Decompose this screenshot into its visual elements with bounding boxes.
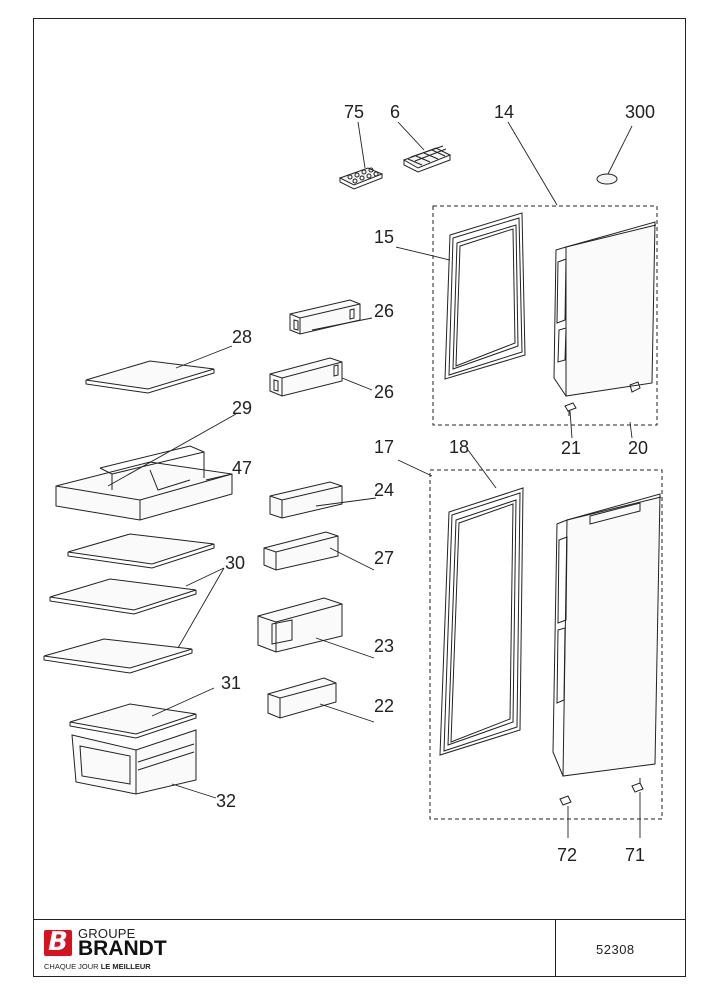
- label-26-lower: 26: [374, 382, 394, 402]
- label-31: 31: [221, 673, 241, 693]
- part-31-crisper-cover: [69, 703, 197, 739]
- label-18: 18: [449, 437, 469, 457]
- label-22: 22: [374, 696, 394, 716]
- leader-lines: [107, 121, 641, 838]
- label-47: 47: [232, 458, 252, 478]
- logo-slogan: CHAQUE JOUR LE MEILLEUR: [44, 962, 151, 971]
- label-15: 15: [374, 227, 394, 247]
- part-21-hinge: [564, 402, 577, 416]
- part-300-cap: [596, 173, 618, 185]
- part-30-glass-shelf-1: [67, 533, 215, 569]
- label-72: 72: [557, 845, 577, 865]
- logo-letter: B: [48, 927, 68, 957]
- logo-brand-name: BRANDT: [78, 937, 167, 960]
- upper-door-group-box: [432, 205, 658, 426]
- drawing-reference-number: 52308: [596, 942, 635, 957]
- label-32: 32: [216, 791, 236, 811]
- label-75: 75: [344, 102, 364, 122]
- part-6-ice-tray: [402, 145, 452, 173]
- part-24-door-bin: [269, 481, 343, 519]
- part-26-door-bin-lower: [269, 357, 343, 397]
- label-24: 24: [374, 480, 394, 500]
- label-28: 28: [232, 327, 252, 347]
- label-29: 29: [232, 398, 252, 418]
- part-23-door-bin: [257, 597, 343, 653]
- part-22-door-bin: [267, 677, 337, 719]
- part-18-lower-door-gasket: [439, 487, 524, 756]
- slogan-start: CHAQUE JOUR: [44, 962, 99, 971]
- part-75-ice-tray: [338, 167, 384, 190]
- slogan-bold: LE MEILLEUR: [100, 962, 151, 971]
- part-27-door-bin: [263, 531, 339, 571]
- label-23: 23: [374, 636, 394, 656]
- part-17-lower-door: [552, 493, 662, 777]
- label-14: 14: [494, 102, 514, 122]
- label-17: 17: [374, 437, 394, 457]
- brandt-logo-icon: B: [44, 927, 72, 957]
- label-26-upper: 26: [374, 301, 394, 321]
- part-labels: 75 6 14 300 15 26 26 28 29 47 17 18 21 2…: [216, 102, 655, 865]
- label-27: 27: [374, 548, 394, 568]
- groupe-brandt-logo: B GROUPE BRANDT CHAQUE JOUR LE MEILLEUR: [42, 926, 242, 974]
- label-6: 6: [390, 102, 400, 122]
- label-20: 20: [628, 438, 648, 458]
- footer-column-divider: [555, 919, 556, 977]
- logo-groupe-text: GROUPE: [78, 926, 136, 941]
- footer-divider: [33, 919, 686, 920]
- part-15-upper-door-gasket: [444, 212, 526, 380]
- lower-door-group-box: [429, 469, 663, 820]
- label-300: 300: [625, 102, 655, 122]
- part-28-glass-shelf: [85, 360, 215, 394]
- part-32-crisper-drawer: [71, 729, 197, 795]
- label-21: 21: [561, 438, 581, 458]
- part-30-glass-shelf-3: [43, 638, 193, 674]
- part-14-upper-door: [553, 221, 657, 397]
- label-71: 71: [625, 845, 645, 865]
- part-71-hinge: [631, 778, 644, 793]
- part-72-hinge: [559, 795, 572, 806]
- part-47-drawer-assembly: [55, 445, 233, 521]
- sheet-border: [33, 18, 686, 977]
- part-26-door-bin-upper: [289, 299, 361, 335]
- label-30: 30: [225, 553, 245, 573]
- part-30-glass-shelf-2: [49, 578, 197, 615]
